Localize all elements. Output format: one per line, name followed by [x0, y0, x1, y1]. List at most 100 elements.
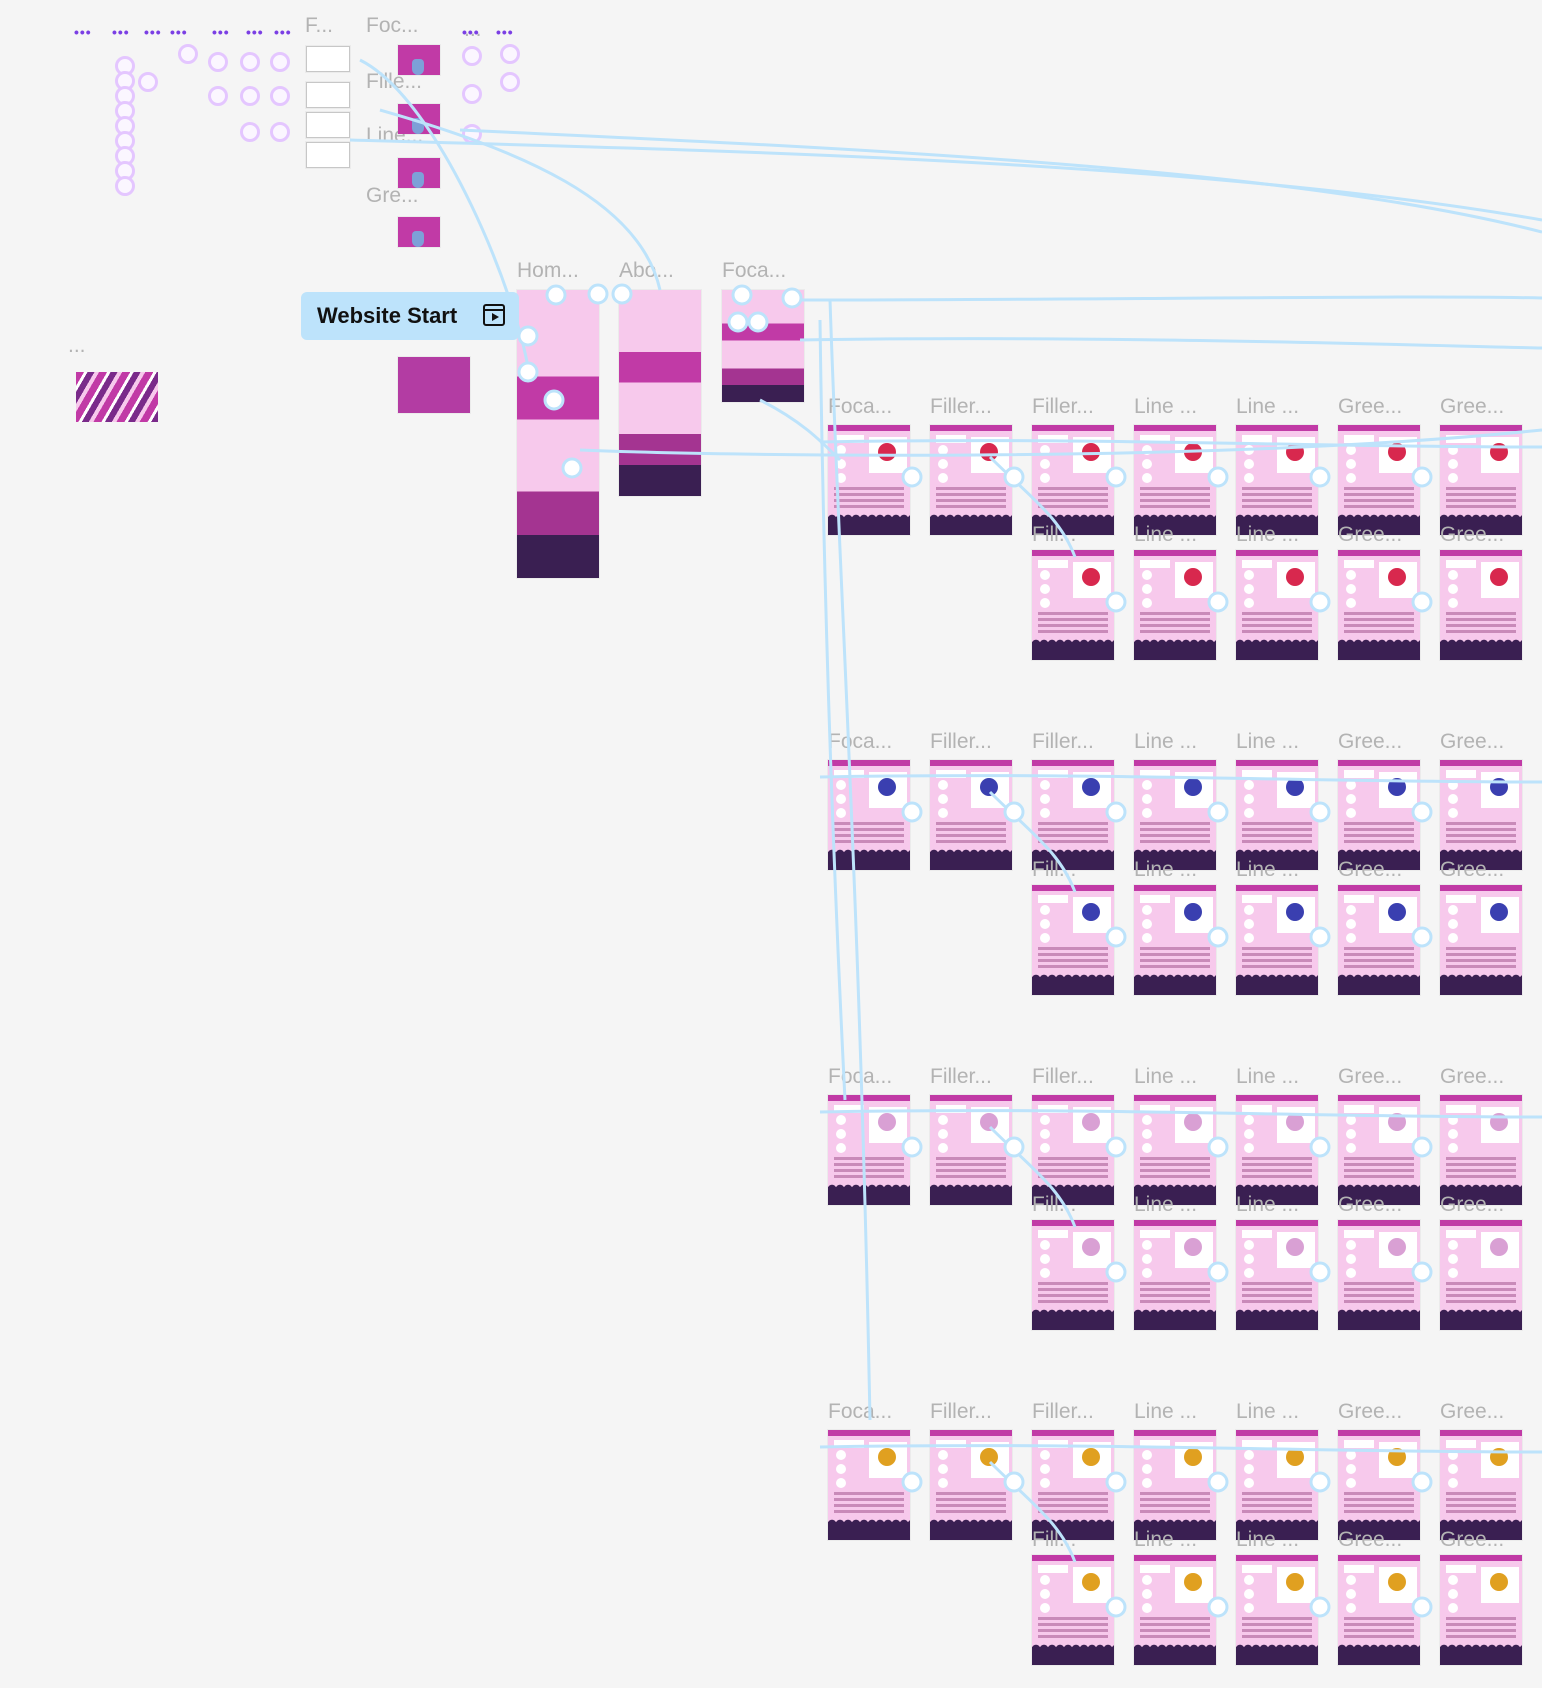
- variant-ring[interactable]: [240, 122, 260, 142]
- frame-label[interactable]: Fill...: [1032, 1528, 1077, 1551]
- prototype-frame[interactable]: [1440, 1555, 1522, 1665]
- flower-option[interactable]: [1346, 919, 1356, 929]
- frame-label[interactable]: Line ...: [1134, 730, 1198, 753]
- flower-option[interactable]: [1142, 1115, 1152, 1125]
- variant-ring[interactable]: [270, 122, 290, 142]
- flower-option[interactable]: [1040, 584, 1050, 594]
- flower-option[interactable]: [1040, 598, 1050, 608]
- frame-label[interactable]: F...: [305, 14, 334, 37]
- flower-option[interactable]: [1040, 905, 1050, 915]
- flower-option[interactable]: [1244, 459, 1254, 469]
- prototype-frame[interactable]: [1134, 760, 1216, 870]
- flower-option[interactable]: [1346, 933, 1356, 943]
- flower-option[interactable]: [1346, 570, 1356, 580]
- flower-option[interactable]: [1448, 808, 1458, 818]
- prototype-frame[interactable]: [1032, 1095, 1114, 1205]
- frame-label[interactable]: Line ...: [1236, 858, 1300, 881]
- flower-option[interactable]: [1244, 1450, 1254, 1460]
- flower-option[interactable]: [938, 1143, 948, 1153]
- flower-option[interactable]: [836, 445, 846, 455]
- flower-option[interactable]: [1244, 905, 1254, 915]
- frame-label[interactable]: Filler...: [930, 395, 992, 418]
- play-prototype-icon[interactable]: [483, 304, 505, 326]
- variant-ring[interactable]: [240, 52, 260, 72]
- flower-option[interactable]: [836, 1478, 846, 1488]
- flower-option[interactable]: [1244, 1143, 1254, 1153]
- flower-option[interactable]: [1142, 1575, 1152, 1585]
- flower-option[interactable]: [1448, 1603, 1458, 1613]
- flower-option[interactable]: [1448, 780, 1458, 790]
- prototype-frame[interactable]: [930, 1430, 1012, 1540]
- flower-option[interactable]: [1142, 808, 1152, 818]
- flower-option[interactable]: [836, 1115, 846, 1125]
- prototype-frame[interactable]: [1440, 1430, 1522, 1540]
- prototype-frame[interactable]: [1032, 885, 1114, 995]
- flower-option[interactable]: [1244, 1464, 1254, 1474]
- frame-label[interactable]: Gree...: [1338, 523, 1403, 546]
- flower-option[interactable]: [1040, 445, 1050, 455]
- frame-label[interactable]: Line ...: [1134, 1193, 1198, 1216]
- prototype-frame[interactable]: [1032, 1430, 1114, 1540]
- form-component[interactable]: [306, 46, 350, 72]
- prototype-frame[interactable]: [1338, 885, 1420, 995]
- flower-option[interactable]: [1244, 1589, 1254, 1599]
- flower-option[interactable]: [1448, 570, 1458, 580]
- flower-option[interactable]: [1244, 570, 1254, 580]
- prototype-frame[interactable]: [828, 425, 910, 535]
- frame-label[interactable]: Filler...: [930, 1065, 992, 1088]
- variant-ring[interactable]: [462, 84, 482, 104]
- variant-ring[interactable]: [500, 44, 520, 64]
- flower-option[interactable]: [1040, 808, 1050, 818]
- prototype-frame[interactable]: [1032, 550, 1114, 660]
- flower-option[interactable]: [1244, 780, 1254, 790]
- flower-option[interactable]: [1142, 1268, 1152, 1278]
- flower-option[interactable]: [1244, 598, 1254, 608]
- flower-option[interactable]: [1448, 1450, 1458, 1460]
- variant-ring[interactable]: [115, 176, 135, 196]
- flower-option[interactable]: [1448, 1240, 1458, 1250]
- flower-option[interactable]: [1448, 794, 1458, 804]
- frame-label[interactable]: Gree...: [1338, 858, 1403, 881]
- frame-label[interactable]: Filler...: [1032, 730, 1094, 753]
- flower-option[interactable]: [1448, 473, 1458, 483]
- flower-option[interactable]: [836, 1450, 846, 1460]
- connector-line[interactable]: [349, 138, 1542, 222]
- frame-label[interactable]: Fill...: [1032, 523, 1077, 546]
- flower-option[interactable]: [1448, 459, 1458, 469]
- variant-ring[interactable]: [138, 72, 158, 92]
- flower-option[interactable]: [1040, 1589, 1050, 1599]
- flower-option[interactable]: [1448, 598, 1458, 608]
- prototype-frame[interactable]: [1134, 1555, 1216, 1665]
- flower-option[interactable]: [1142, 1603, 1152, 1613]
- flower-option[interactable]: [1040, 780, 1050, 790]
- flower-option[interactable]: [1142, 1254, 1152, 1264]
- prototype-frame[interactable]: [1236, 885, 1318, 995]
- prototype-frame[interactable]: [1440, 885, 1522, 995]
- flower-option[interactable]: [1346, 459, 1356, 469]
- flower-option[interactable]: [1346, 473, 1356, 483]
- flower-option[interactable]: [1346, 1240, 1356, 1250]
- prototype-frame[interactable]: [1236, 550, 1318, 660]
- prototype-frame[interactable]: [1134, 425, 1216, 535]
- flower-option[interactable]: [1244, 473, 1254, 483]
- prototype-frame[interactable]: [1236, 760, 1318, 870]
- variant-ring[interactable]: [208, 52, 228, 72]
- website-start-flow-tag[interactable]: Website Start: [301, 292, 519, 340]
- flower-option[interactable]: [836, 1464, 846, 1474]
- prototype-frame[interactable]: [1338, 1430, 1420, 1540]
- flower-option[interactable]: [1346, 1129, 1356, 1139]
- variant-ring[interactable]: [270, 52, 290, 72]
- flower-option[interactable]: [1142, 584, 1152, 594]
- flower-option[interactable]: [1040, 1268, 1050, 1278]
- flower-option[interactable]: [1244, 1129, 1254, 1139]
- frame-label[interactable]: Gree...: [1338, 1193, 1403, 1216]
- website-page[interactable]: [722, 290, 804, 402]
- prototype-frame[interactable]: [1032, 425, 1114, 535]
- flower-option[interactable]: [1040, 1143, 1050, 1153]
- flower-option[interactable]: [1040, 1464, 1050, 1474]
- flower-option[interactable]: [836, 780, 846, 790]
- prototype-frame[interactable]: [930, 1095, 1012, 1205]
- flower-option[interactable]: [938, 459, 948, 469]
- flower-option[interactable]: [836, 459, 846, 469]
- flower-option[interactable]: [1346, 584, 1356, 594]
